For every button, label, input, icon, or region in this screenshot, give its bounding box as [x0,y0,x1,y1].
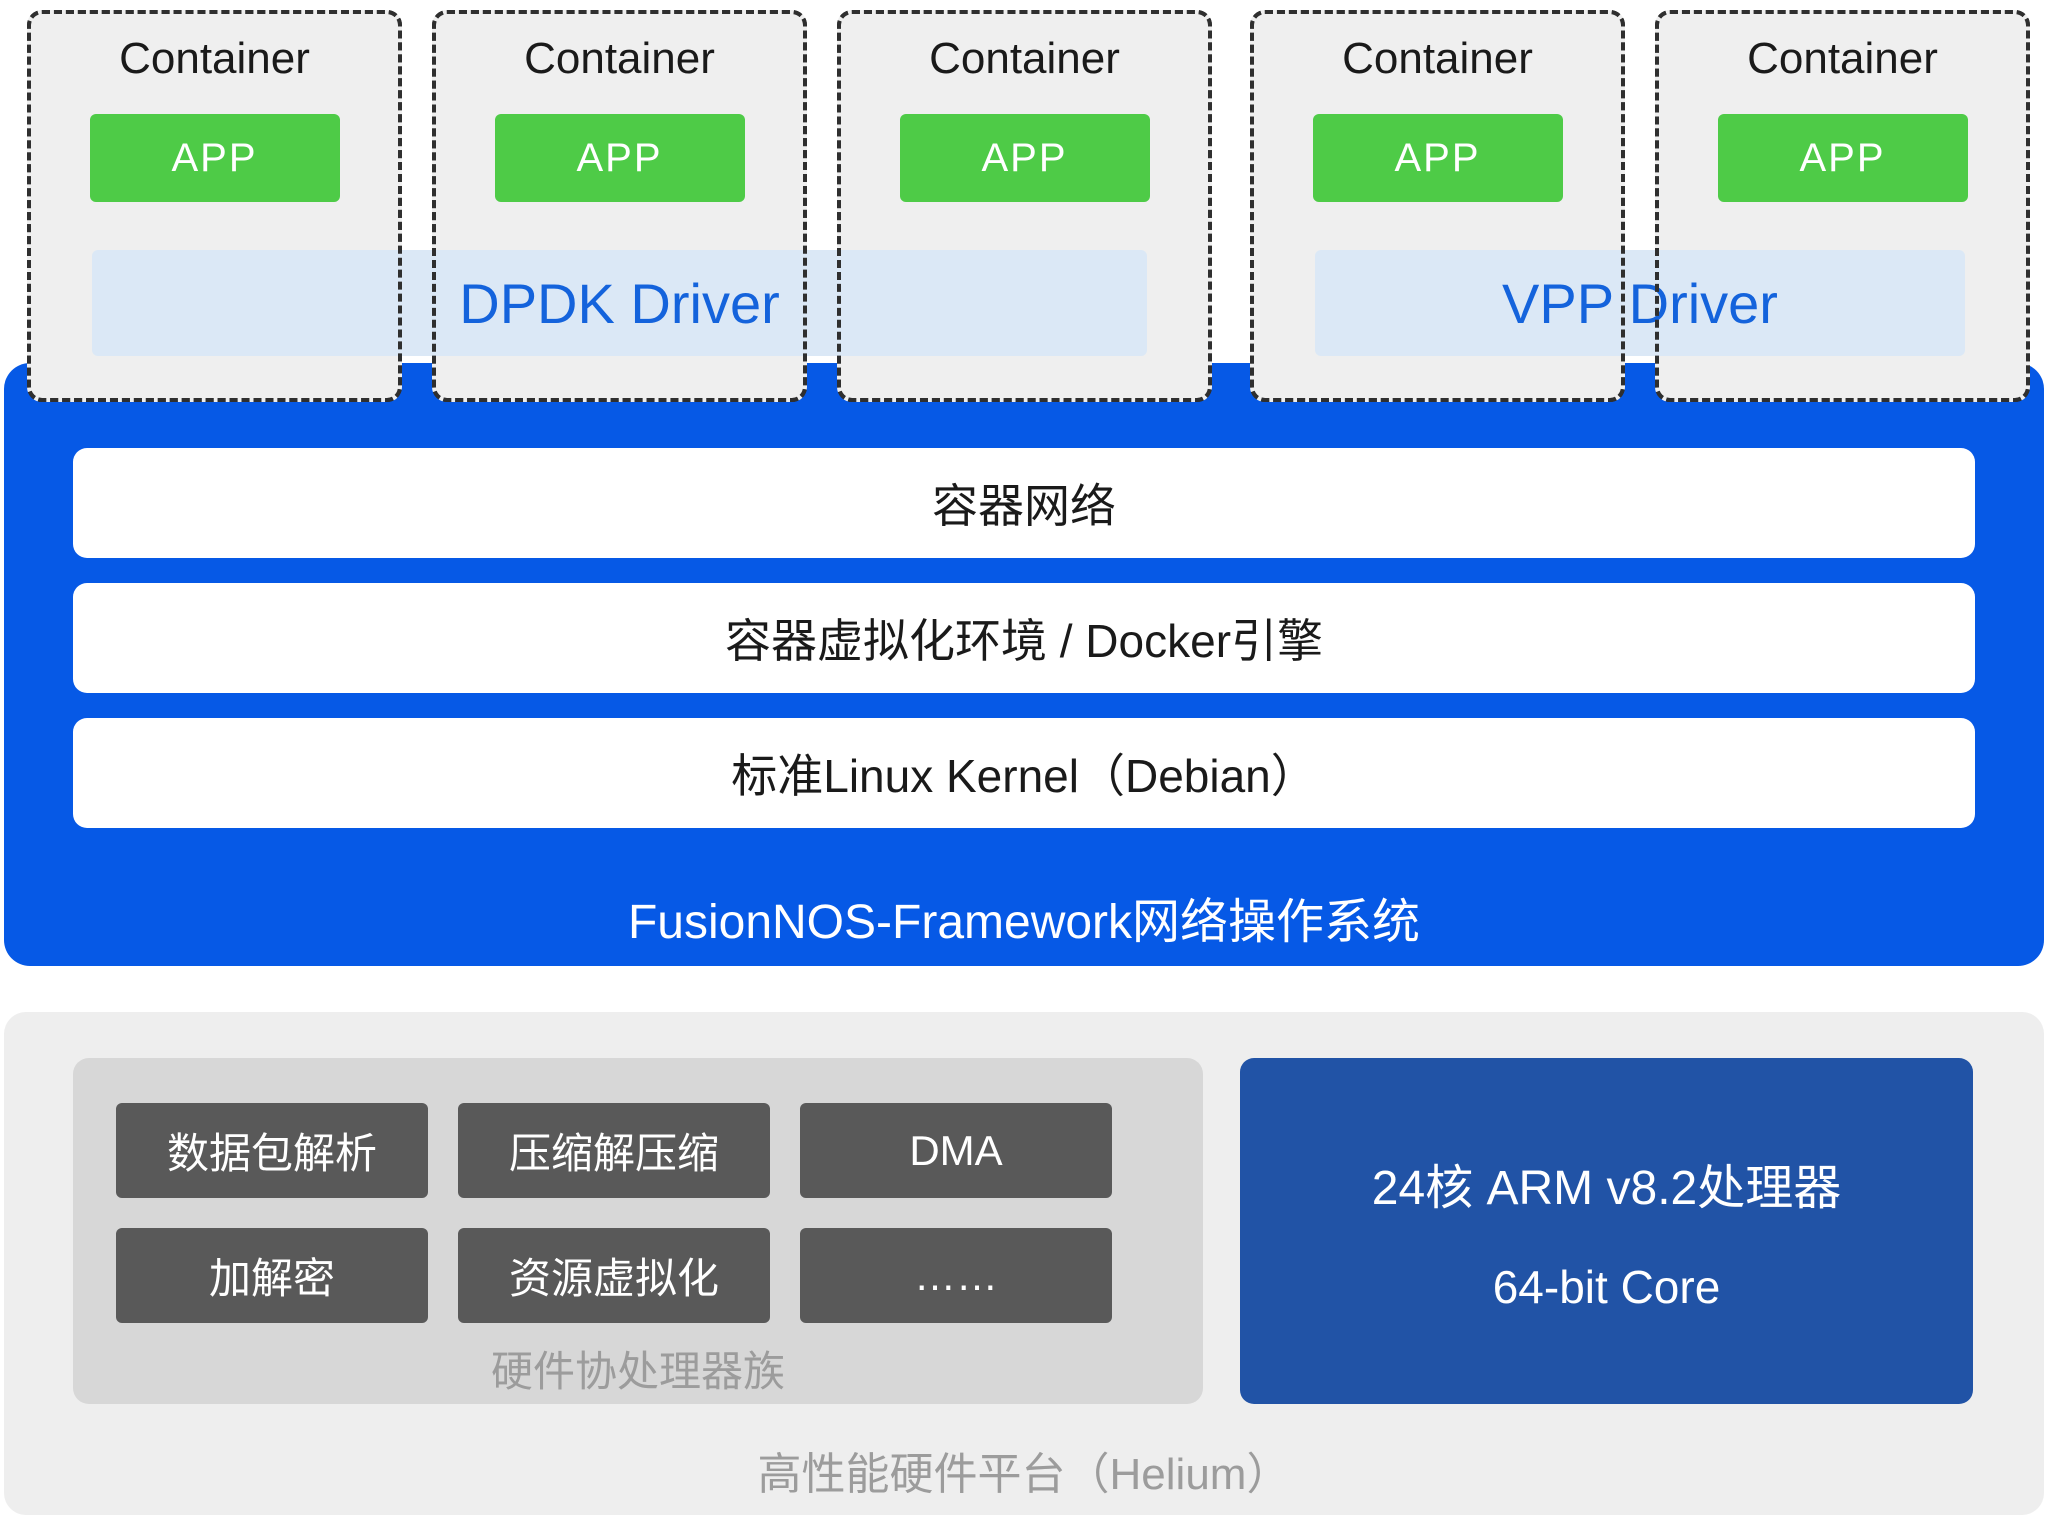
coprocessor-chip-crypto: 加解密 [116,1228,428,1323]
cpu-line-1: 24核 ARM v8.2处理器 [1371,1162,1842,1215]
app-chip: APP [1312,114,1563,202]
app-chip: APP [899,114,1150,202]
hardware-platform-label: 高性能硬件平台（Helium） [757,1450,1291,1499]
container-label: Container [929,34,1120,83]
dpdk-driver-bar: DPDK Driver [92,250,1147,356]
container-label: Container [524,34,715,83]
cpu-box: 24核 ARM v8.2处理器 64-bit Core [1240,1058,1973,1404]
os-title: FusionNOS-Framework网络操作系统 [627,896,1421,949]
coprocessor-chip-resource-virtualization: 资源虚拟化 [458,1228,770,1323]
coprocessor-chip-packet-parsing: 数据包解析 [116,1103,428,1198]
coprocessor-chip-dma: DMA [800,1103,1112,1198]
container-label: Container [1342,34,1533,83]
os-layer-linux-kernel: 标准Linux Kernel（Debian） [73,718,1975,828]
coprocessor-family-label: 硬件协处理器族 [490,1348,785,1395]
os-layer-container-network: 容器网络 [73,448,1975,558]
container-box-1: Container APP [27,10,402,402]
app-chip: APP [494,114,745,202]
container-label: Container [119,34,310,83]
coprocessor-chip-ellipsis: …… [800,1228,1112,1323]
coprocessor-chip-compression: 压缩解压缩 [458,1103,770,1198]
cpu-line-2: 64-bit Core [1492,1261,1721,1313]
app-chip: APP [89,114,340,202]
os-layer-docker-engine: 容器虚拟化环境 / Docker引擎 [73,583,1975,693]
vpp-driver-bar: VPP Driver [1315,250,1965,356]
app-chip: APP [1717,114,1968,202]
container-label: Container [1747,34,1938,83]
